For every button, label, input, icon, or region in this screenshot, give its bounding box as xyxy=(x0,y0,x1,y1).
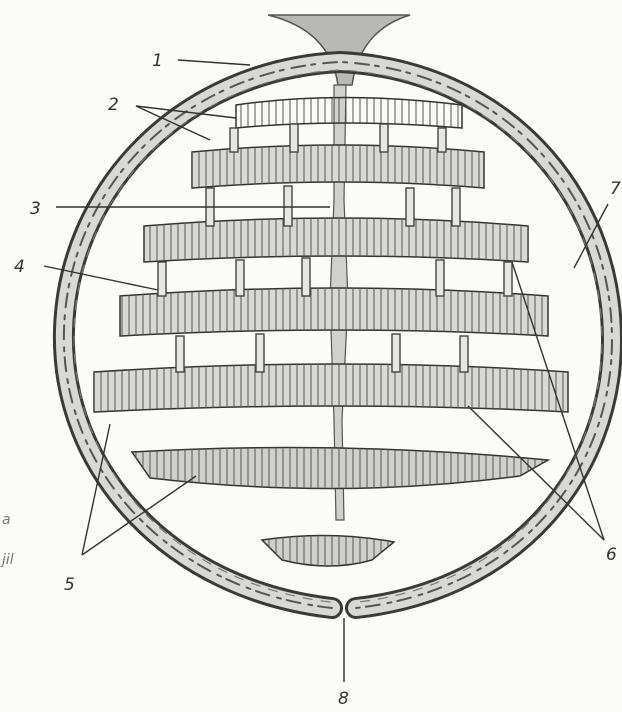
tier-7 xyxy=(262,535,394,566)
label-5: 5 xyxy=(64,575,75,595)
label-8: 8 xyxy=(338,689,349,709)
margin-text-2: jil xyxy=(0,552,14,568)
margin-text-1: a xyxy=(2,512,11,528)
label-1: 1 xyxy=(152,51,163,71)
label-2: 2 xyxy=(108,95,119,115)
tier-3 xyxy=(144,218,528,262)
tier-1 xyxy=(236,98,462,129)
tier-4 xyxy=(120,288,548,336)
label-6: 6 xyxy=(606,545,617,565)
tier-5 xyxy=(94,364,568,412)
tier-6 xyxy=(132,448,548,489)
label-3: 3 xyxy=(30,199,41,219)
label-4: 4 xyxy=(14,257,25,277)
label-7: 7 xyxy=(610,179,621,199)
